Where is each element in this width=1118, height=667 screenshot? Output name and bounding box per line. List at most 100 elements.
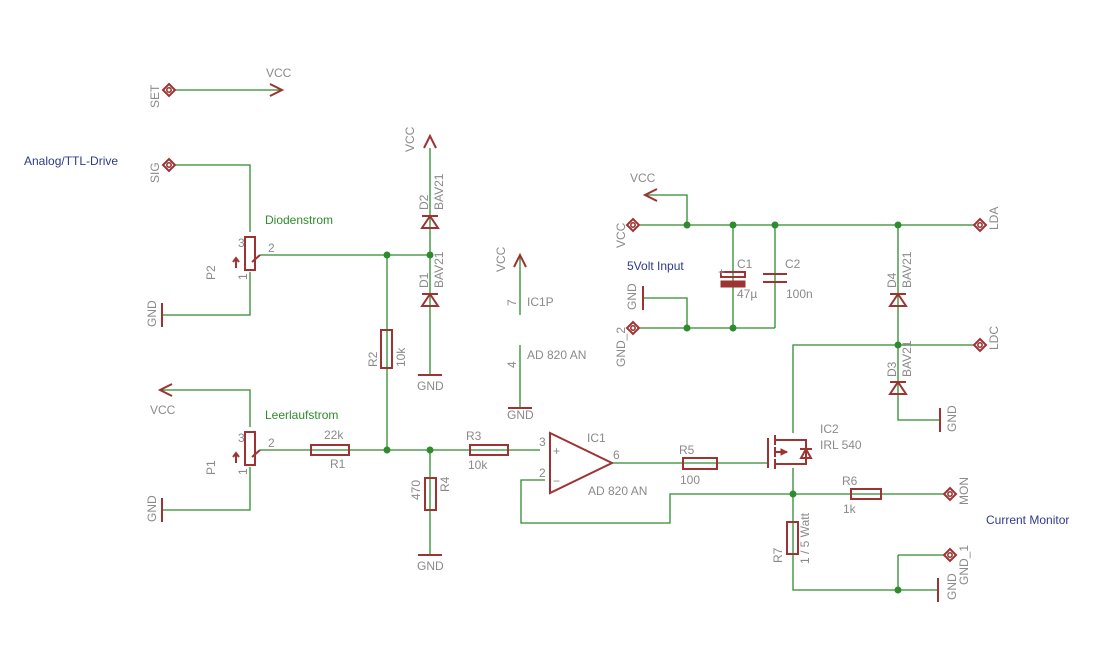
svg-text:22k: 22k [324,428,344,442]
svg-text:3: 3 [238,431,245,445]
ic1p-vcc-label: VCC [494,246,508,272]
pad-sig [162,158,176,172]
p1-vcc-label: VCC [150,403,176,417]
mon-net-label: MON [957,477,971,505]
pad-gnd-1 [943,548,957,562]
svg-text:2: 2 [539,466,546,480]
pad-set [162,83,176,97]
svg-text:1: 1 [236,273,250,280]
svg-text:BAV21: BAV21 [900,340,914,377]
note-diodenstrom: Diodenstrom [265,213,333,227]
svg-text:2: 2 [268,241,275,255]
svg-text:+: + [718,265,725,279]
svg-text:C2: C2 [785,257,801,271]
note-leerlaufstrom: Leerlaufstrom [265,408,338,422]
svg-text:R1: R1 [330,457,346,471]
capacitor-c2: C2 100n [763,257,813,301]
svg-text:100: 100 [680,473,700,487]
r4-gnd-label: GND [417,559,444,573]
svg-text:AD 820 AN: AD 820 AN [588,484,647,498]
svg-text:100n: 100n [786,287,813,301]
svg-text:+: + [553,444,560,458]
potentiometer-p1: 3 2 1 P1 [204,431,275,475]
svg-text:C1: C1 [737,257,753,271]
c-gnd-label: GND [625,283,639,310]
resistor-r3: R3 10k [466,429,509,472]
capacitor-c1: + C1 47µ [718,257,757,301]
svg-text:R3: R3 [466,429,482,443]
svg-text:2: 2 [268,436,275,450]
svg-text:IC1P: IC1P [527,295,554,309]
c-vcc-label: VCC [630,171,656,185]
ldc-net-label: LDC [987,326,1001,350]
svg-text:−: − [553,474,560,488]
r7-gnd-label: GND [945,573,959,600]
svg-text:D1: D1 [417,272,431,288]
svg-text:BAV21: BAV21 [900,251,914,288]
set-vcc-label: VCC [266,66,292,80]
sig-net-label: SIG [148,162,162,183]
resistor-r4: 470 R4 [409,476,452,511]
potentiometer-p2: 3 2 1 P2 [204,236,275,280]
diode-d1: D1 BAV21 [417,251,446,307]
svg-text:IC2: IC2 [820,422,839,436]
svg-text:47µ: 47µ [737,287,757,301]
d1-gnd-label: GND [417,379,444,393]
p1-gnd-label: GND [145,495,159,522]
svg-text:R4: R4 [438,476,452,492]
ic1p-power-unit: 7 IC1P 4 AD 820 AN [505,295,586,368]
svg-text:3: 3 [238,236,245,250]
pad-vcc-in [626,218,640,232]
mosfet-ic2: IC2 IRL 540 [767,422,862,469]
lda-net-label: LDA [987,207,1001,230]
connector-pads: SET SIG VCC GND_2 LDA LDC MON GND_1 [148,83,1001,585]
p1-name: P1 [204,460,218,475]
resistor-r5: R5 100 [679,443,718,487]
resistor-r7: R7 1 / 5 Watt [771,512,812,564]
diode-d4: D4 BAV21 [885,251,914,307]
pad-ldc [973,338,987,352]
opamp-ic1: + − 3 2 6 IC1 AD 820 AN [539,431,647,498]
pad-gnd-2 [626,321,640,335]
pad-lda [973,218,987,232]
svg-text:D4: D4 [885,272,899,288]
power-symbols: VCC VCC VCC VCC VCC GND GND GND GND GND … [145,66,959,602]
svg-text:D3: D3 [885,361,899,377]
annotations: Analog/TTL-Drive Diodenstrom Leerlaufstr… [24,154,1069,527]
vcc-in-net-label: VCC [614,222,628,248]
svg-text:IC1: IC1 [587,431,606,445]
note-analog-ttl-drive: Analog/TTL-Drive [24,154,118,168]
svg-text:4: 4 [505,361,519,368]
resistor-r6: R6 1k [842,474,882,516]
gnd-1-net-label: GND_1 [957,545,971,585]
p2-name: P2 [204,265,218,280]
svg-text:470: 470 [409,480,423,500]
svg-text:7: 7 [505,299,519,306]
svg-text:IRL 540: IRL 540 [820,438,862,452]
p2-gnd-label: GND [145,300,159,327]
gnd-2-net-label: GND_2 [614,327,628,367]
ic1p-gnd-label: GND [507,408,534,422]
svg-text:3: 3 [539,435,546,449]
diode-d3: D3 BAV21 [885,340,914,395]
junctions [383,221,902,594]
note-5volt-input: 5Volt Input [627,259,684,273]
svg-text:10k: 10k [394,347,408,367]
svg-text:D2: D2 [417,194,431,210]
resistor-r1: 22k R1 [310,428,350,471]
svg-text:BAV21: BAV21 [432,173,446,210]
resistor-r2: R2 10k [366,329,408,369]
svg-text:1 / 5 Watt: 1 / 5 Watt [798,512,812,564]
svg-text:1: 1 [236,468,250,475]
note-current-monitor: Current Monitor [986,513,1069,527]
svg-text:AD 820 AN: AD 820 AN [527,348,586,362]
svg-text:1k: 1k [843,502,857,516]
svg-text:R7: R7 [771,547,785,563]
svg-text:R5: R5 [679,443,695,457]
svg-text:R2: R2 [366,351,380,367]
d2-vcc-label: VCC [403,126,417,152]
svg-text:6: 6 [613,448,620,462]
svg-text:R6: R6 [842,474,858,488]
svg-text:BAV21: BAV21 [432,251,446,288]
